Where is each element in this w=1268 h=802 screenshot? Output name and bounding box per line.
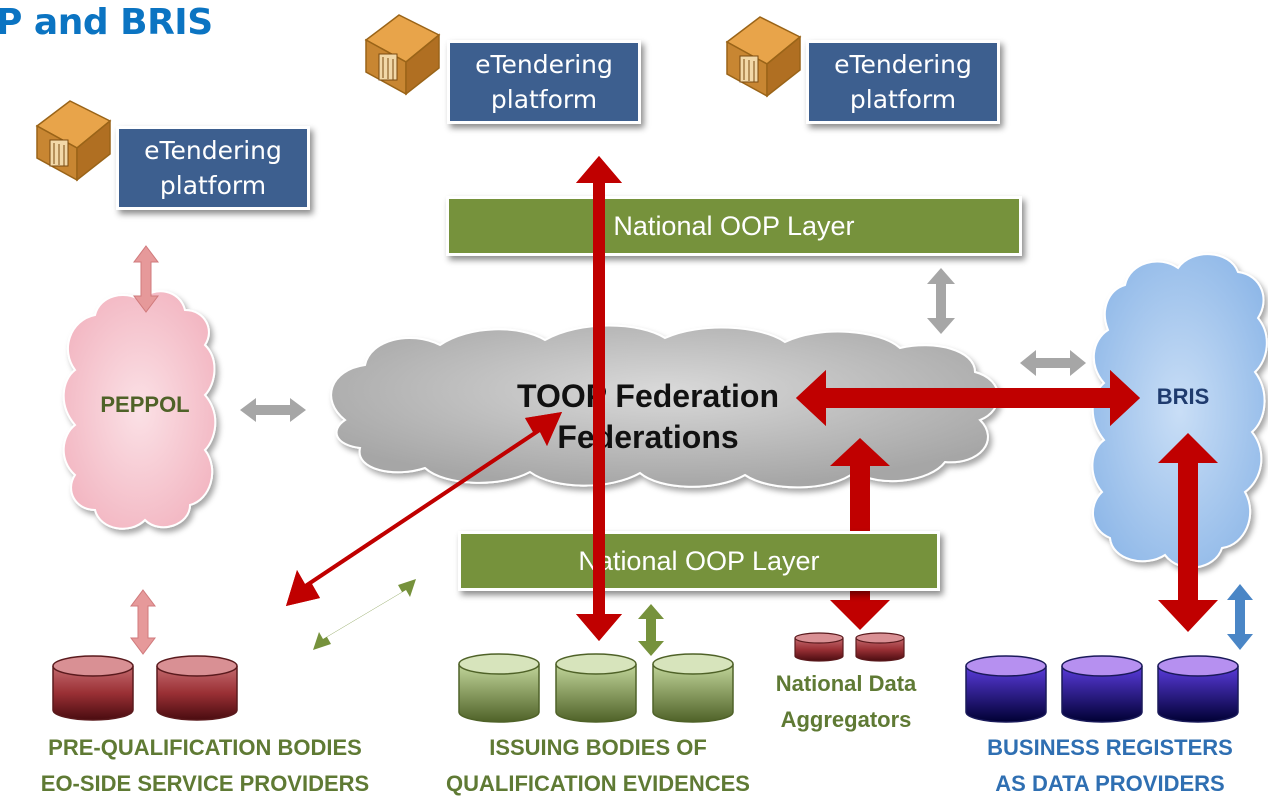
issuing-database — [458, 653, 540, 723]
peppol-label: PEPPOL — [100, 392, 190, 417]
building-icon — [364, 14, 441, 96]
issuing-database — [652, 653, 734, 723]
bris-register-blue-arrow — [1227, 584, 1253, 650]
register-database — [965, 655, 1047, 723]
national-oop-layer-top: National OOP Layer — [446, 196, 1022, 256]
issuing-bodies-label: ISSUING BODIES OF QUALIFICATION EVIDENCE… — [446, 735, 750, 796]
building-icon — [725, 16, 802, 98]
prequal-toop-red-arrow-overlay — [286, 412, 562, 606]
etendering-platform-box: eTendering platform — [116, 126, 310, 210]
register-database — [1061, 655, 1143, 723]
prequal-layer-green-arrow — [313, 579, 416, 650]
prequal-database — [52, 655, 134, 721]
toop-bris-red-arrow-overlay — [796, 370, 1140, 426]
toop-bris-grey-arrow — [1020, 350, 1086, 376]
etendering-platform-box: eTendering platform — [447, 40, 641, 124]
layer-issuing-arrow — [638, 604, 664, 656]
national-oop-layer-bottom: National OOP Layer — [458, 531, 940, 591]
issuing-database — [555, 653, 637, 723]
peppol-prequal-arrow — [130, 589, 156, 655]
platform-issuing-red-arrow-overlay — [576, 156, 622, 641]
aggregators-label: National Data Aggregators — [775, 671, 917, 732]
bris-label: BRIS — [1156, 384, 1210, 409]
peppol-toop-arrow — [240, 398, 306, 422]
etendering-platform-box: eTendering platform — [806, 40, 1000, 124]
toop-federation-label: TOOP Federation — [517, 378, 779, 414]
peppol-platform-arrow — [133, 245, 159, 313]
register-database — [1157, 655, 1239, 723]
prequal-database — [156, 655, 238, 721]
toop-federations-label: Federations — [557, 419, 739, 455]
business-registers-label: BUSINESS REGISTERS AS DATA PROVIDERS — [987, 735, 1233, 796]
toop-federation-cloud — [330, 324, 1000, 489]
aggregator-database — [794, 632, 844, 662]
aggregator-database — [855, 632, 905, 662]
layer-toop-arrow — [927, 268, 955, 334]
page-title: P and BRIS — [0, 2, 213, 43]
bris-register-red-arrow — [1158, 433, 1218, 632]
building-icon — [35, 100, 112, 182]
prequal-bodies-label: PRE-QUALIFICATION BODIES EO-SIDE SERVICE… — [40, 735, 370, 796]
peppol-cloud — [62, 290, 217, 530]
